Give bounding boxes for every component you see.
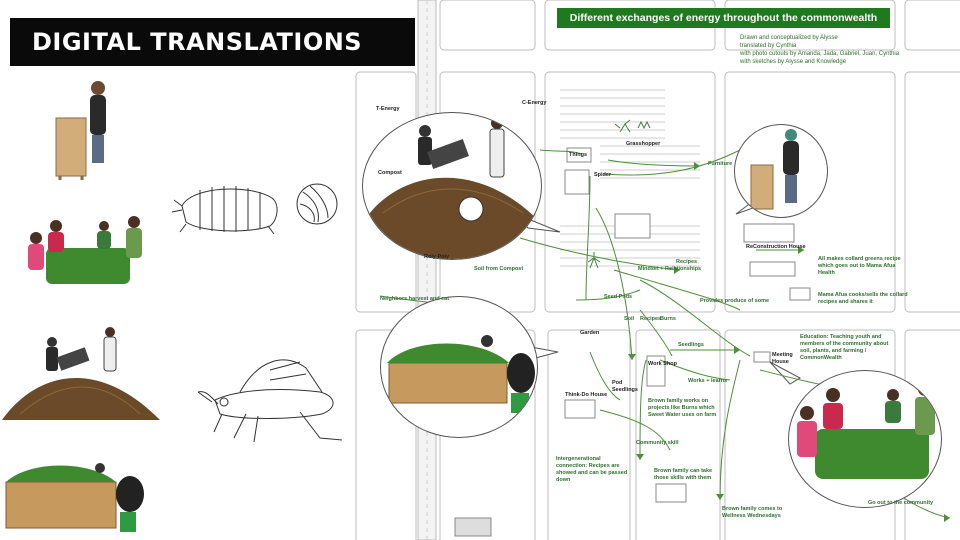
credit-line: with sketches by Alysse and Knowledge — [740, 59, 847, 65]
burns-label: Burns — [660, 316, 676, 322]
think-do-house-label: Think-Do House — [565, 392, 608, 398]
brown-family-skills-note: Brown family can take those skills with … — [654, 468, 713, 481]
compost-label: Compost — [378, 170, 402, 176]
neighbors-label: Neighbors harvest and eat — [380, 296, 450, 302]
collard-recipe-note: All makes collard greens recipe which go… — [818, 256, 901, 276]
spider-label: Spider — [594, 172, 612, 178]
soil-label: Soil — [624, 316, 635, 322]
mama-afua-note: Mama Afua cooks/sells the collard recipe… — [818, 292, 908, 305]
intergenerational-note: Intergenerational connection: Recipes ar… — [556, 456, 628, 483]
education-bubble — [788, 370, 942, 508]
crate-scene — [750, 129, 799, 210]
seedlings-label: Seedlings — [678, 342, 704, 348]
roly-poly-label: Roly Poly — [424, 254, 450, 260]
seed-pods-label: Seed Pods — [604, 294, 633, 300]
garden-label: Garden — [580, 330, 600, 336]
work-shop-label: Work Shop — [648, 361, 677, 367]
pod-seedlings-label: Pod Seedlings — [612, 380, 638, 393]
furniture-label: Furniture — [708, 161, 733, 167]
reconstruction-house-label: ReConstruction House — [746, 244, 806, 250]
greens-table-scene — [797, 382, 935, 479]
provides-label: Provides produce of some — [700, 298, 770, 304]
credit-line: Drawn and conceptualized by Alysse — [740, 35, 838, 41]
soil-from-compost-label: Soil from Compost — [474, 266, 524, 272]
credit-line: with photo cutouts by Amanda, Jada, Gabr… — [740, 51, 900, 57]
compost-scene — [363, 117, 541, 259]
workshop-bubble — [734, 124, 828, 218]
go-out-label: Go out to the community — [868, 500, 934, 506]
map-title: Different exchanges of energy throughout… — [557, 8, 890, 28]
education-note: Education: Teaching youth and members of… — [800, 334, 889, 361]
recipes-label: Recipes — [676, 259, 698, 265]
things-label: Things — [569, 152, 588, 158]
slide-title: DIGITAL TRANSLATIONS — [10, 18, 415, 66]
compost-bubble — [362, 112, 542, 260]
credits-block: Drawn and conceptualized by Alysse trans… — [740, 34, 899, 66]
garden-scene — [387, 335, 535, 413]
brown-family-wellness-note: Brown family comes to Wellness Wednesday… — [722, 506, 783, 519]
credit-line: translated by Cynthia — [740, 43, 797, 49]
garden-bubble — [380, 296, 538, 438]
brown-family-projects-note: Brown family works on projects like Burn… — [648, 398, 717, 418]
c-energy-label: C-Energy — [522, 100, 547, 106]
recipes2-label: Recipes — [640, 316, 662, 322]
t-energy-label: T-Energy — [376, 106, 400, 112]
grasshopper-label: Grasshopper — [626, 141, 661, 147]
meeting-house-label: Meeting House — [772, 352, 793, 365]
mindset-label: Mindset + Relationships — [638, 266, 702, 272]
community-skill-label: Community skill — [636, 440, 679, 446]
works-learns-label: Works + learns — [688, 378, 728, 384]
